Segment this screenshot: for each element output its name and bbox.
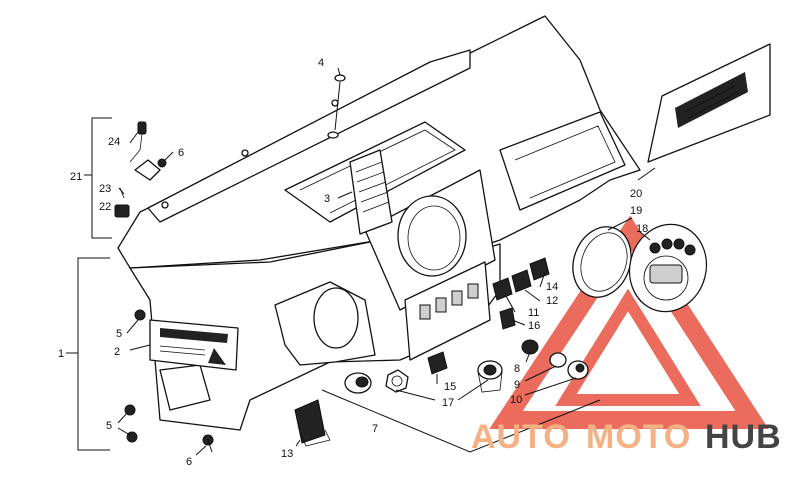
callout-20: 20 <box>630 188 642 200</box>
leader-lines <box>66 67 656 456</box>
lower-pocket <box>159 364 211 411</box>
warning-triangle-icon <box>208 348 226 365</box>
callout-7: 7 <box>372 423 378 435</box>
ignition-parts <box>521 339 589 380</box>
screw-icon <box>124 74 346 453</box>
bracket-1 <box>77 257 110 451</box>
callout-5b: 5 <box>106 420 112 432</box>
right-storage-tray <box>499 111 626 211</box>
rail-hole <box>161 201 169 209</box>
switch-slot <box>451 290 463 306</box>
center-warning-label <box>349 149 393 235</box>
callout-13: 13 <box>281 448 293 460</box>
steering-column-opening <box>313 287 359 349</box>
callout-9: 9 <box>514 379 520 391</box>
callout-21: 21 <box>70 171 82 183</box>
bracket-7 <box>321 389 601 453</box>
callout-1: 1 <box>58 348 64 360</box>
gauge-opening-inner <box>407 205 461 271</box>
callout-14: 14 <box>546 281 558 293</box>
switch-slot <box>435 297 447 313</box>
callout-24: 24 <box>108 136 120 148</box>
watermark-triangle-inner <box>555 288 701 406</box>
rail-hole <box>241 149 249 157</box>
callout-3: 3 <box>324 193 330 205</box>
tray-inner-edge <box>514 125 616 199</box>
callout-16: 16 <box>528 320 540 332</box>
callout-12: 12 <box>546 295 558 307</box>
callout-6a: 6 <box>178 147 184 159</box>
callout-22: 22 <box>99 201 111 213</box>
callout-17: 17 <box>442 397 454 409</box>
callout-labels: 1 2 3 4 5 5 6 6 7 8 9 10 11 12 13 14 15 … <box>58 57 648 468</box>
callout-11: 11 <box>528 307 539 319</box>
gauge-icon <box>628 223 708 313</box>
bracket-21 <box>91 117 112 239</box>
warning-label-icon <box>160 328 228 343</box>
callout-18: 18 <box>636 223 648 235</box>
watermark-wordmark: AUTO MOTO HUB <box>471 418 782 456</box>
switch-slot <box>419 304 431 320</box>
callout-2: 2 <box>114 346 120 358</box>
connector-nut <box>385 369 409 393</box>
door-warning-label <box>675 72 748 128</box>
callout-10: 10 <box>510 394 522 406</box>
callout-4: 4 <box>318 57 324 69</box>
callout-8: 8 <box>514 363 520 375</box>
gauge-bezel <box>572 226 632 298</box>
dash-rear-rail <box>147 49 471 223</box>
callout-23: 23 <box>99 183 111 195</box>
watermark-triangle-outer <box>489 215 769 429</box>
callout-19: 19 <box>630 205 642 217</box>
key-icon <box>114 121 167 218</box>
power-outlet <box>477 360 503 393</box>
callout-15: 15 <box>444 381 456 393</box>
watermark <box>489 215 769 429</box>
callout-5a: 5 <box>116 328 122 340</box>
callout-6b: 6 <box>186 456 192 468</box>
watermark-moto: MOTO <box>586 418 691 456</box>
dash-body <box>117 15 641 431</box>
watermark-auto: AUTO <box>471 418 571 456</box>
round-switch <box>344 372 372 394</box>
dash-top-cover <box>117 15 641 269</box>
watermark-hub: HUB <box>705 418 782 456</box>
dash-glovebox-door <box>647 43 771 163</box>
switch-slot <box>467 283 479 299</box>
front-warning-label <box>149 319 239 371</box>
